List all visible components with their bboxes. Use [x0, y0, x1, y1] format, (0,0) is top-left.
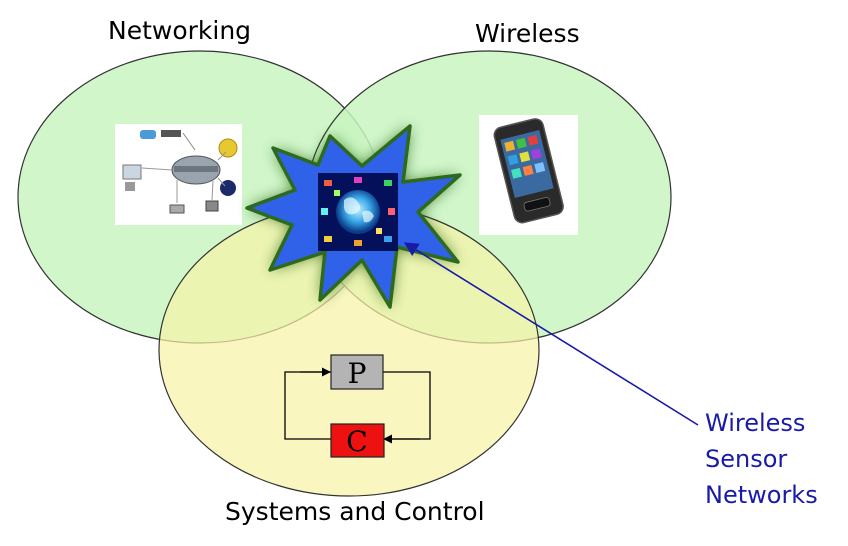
wsn-pointer-arrow: [403, 242, 699, 426]
smartphone-icon: [479, 115, 578, 235]
wsn-label-line1: Wireless: [705, 409, 806, 437]
wsn-label: Wireless Sensor Networks: [705, 405, 818, 513]
systems-control-label: Systems and Control: [225, 497, 485, 526]
plant-box: [330, 354, 384, 390]
plant-label: P: [348, 357, 367, 390]
controller-label: C: [346, 425, 367, 458]
wsn-label-line3: Networks: [705, 481, 818, 509]
network-diagram-icon: [115, 124, 242, 225]
feedback-loop: [284, 367, 431, 444]
wsn-label-line2: Sensor: [705, 445, 788, 473]
wireless-label: Wireless: [475, 19, 580, 48]
controller-box: [330, 423, 385, 458]
networking-label: Networking: [108, 16, 252, 45]
globe-apps-icon: [318, 173, 398, 251]
